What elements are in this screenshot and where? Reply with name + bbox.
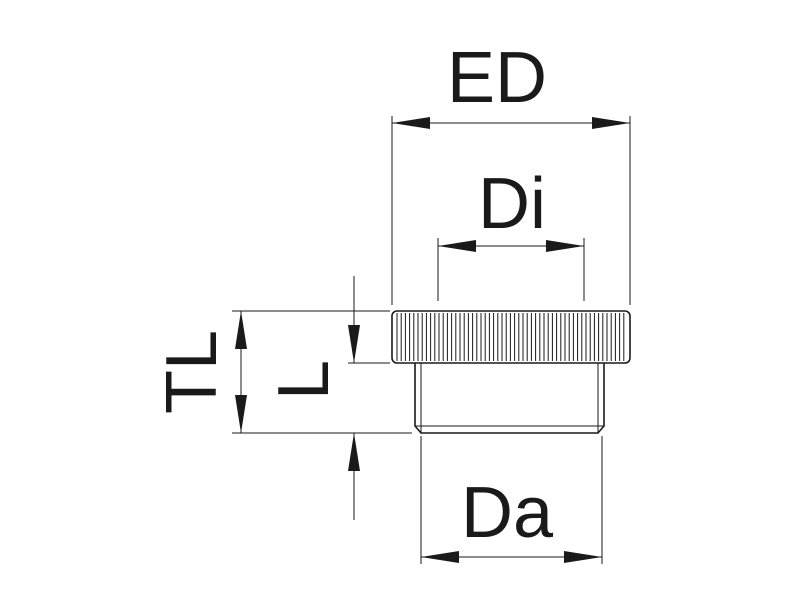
ed-arrow-left (392, 117, 430, 129)
ed-dimension: ED (391, 38, 631, 305)
tl-dimension: TL (152, 311, 247, 433)
da-dimension: Da (420, 436, 603, 564)
di-arrow-left (438, 240, 476, 252)
l-dimension: L (264, 276, 360, 520)
ed-arrow-right (592, 117, 630, 129)
extension-lines (232, 310, 412, 434)
tl-label: TL (152, 330, 232, 414)
di-dimension: Di (437, 164, 585, 301)
di-label: Di (478, 164, 546, 244)
knurled-collar (391, 310, 631, 364)
da-arrow-right (564, 551, 602, 563)
threaded-shank (414, 363, 605, 434)
tl-arrow-top (235, 311, 247, 349)
ed-label: ED (447, 38, 547, 118)
da-arrow-left (421, 551, 459, 563)
l-arrow-bottom (348, 433, 360, 471)
di-arrow-right (546, 240, 584, 252)
knurl-pattern (396, 313, 625, 361)
da-label: Da (461, 473, 554, 553)
l-label: L (264, 360, 344, 400)
tl-arrow-bottom (235, 395, 247, 433)
l-arrow-top (348, 325, 360, 363)
